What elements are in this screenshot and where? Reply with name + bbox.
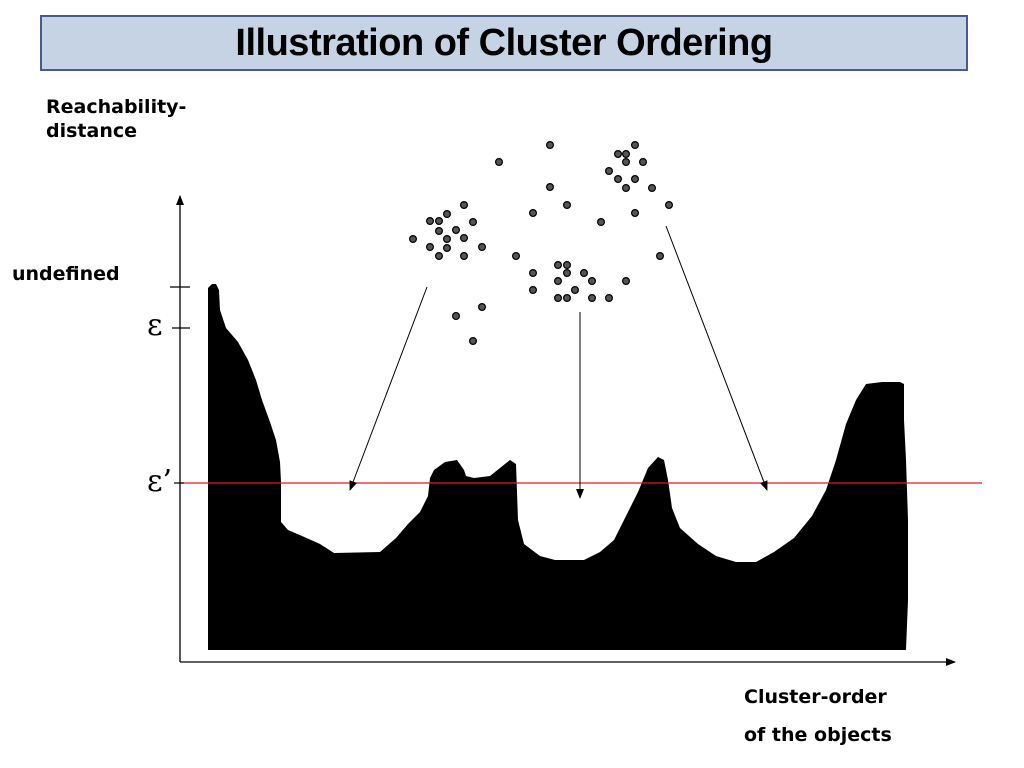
data-point [638,158,647,167]
data-point [409,235,418,244]
cluster-1-arrow [349,286,428,491]
page-title: Illustration of Cluster Ordering [235,21,773,64]
data-point [435,217,444,226]
data-point [579,269,588,278]
data-point [469,337,478,346]
data-point [562,261,571,270]
data-point [613,150,622,159]
data-point [443,210,452,219]
data-point [426,217,435,226]
data-point [655,252,664,261]
data-point [570,286,579,295]
data-point [604,294,613,303]
data-point [460,234,469,243]
data-point [443,244,452,253]
x-axis-label-line-2: of the objects [744,724,892,746]
data-point [443,235,452,244]
data-point [562,201,571,210]
title-bar: Illustration of Cluster Ordering [40,15,968,71]
data-point [562,294,571,303]
data-point [621,158,630,167]
x-axis-label-line-1: Cluster-order [744,686,887,708]
y-axis-label: Reachability- distance [46,95,266,143]
y-axis-label-line-2: distance [46,120,138,142]
data-point [553,277,562,286]
reachability-plot [208,284,908,650]
data-point [596,218,605,227]
data-point [587,294,596,303]
data-point [562,269,571,278]
data-point [553,294,562,303]
data-point [435,227,444,236]
data-point [647,184,656,193]
data-point [469,218,478,227]
data-point [511,252,520,261]
data-point [553,261,562,270]
data-point [604,167,613,176]
data-point [545,183,554,192]
data-point [630,141,639,150]
data-point [452,226,461,235]
data-point [478,303,487,312]
data-point [478,243,487,252]
data-point [621,150,630,159]
data-point [528,269,537,278]
data-point [460,201,469,210]
x-axis-label: Cluster-order of the objects [744,678,984,754]
cluster-points [409,141,673,346]
epsilon-label: ε [147,308,163,343]
data-point [435,252,444,261]
data-point [630,209,639,218]
data-point [664,201,673,210]
undefined-label: undefined [12,263,120,285]
data-point [426,243,435,252]
data-point [621,277,630,286]
epsilon-prime-label: ε’ [147,464,173,499]
y-axis-label-line-1: Reachability- [46,96,187,118]
data-point [587,277,596,286]
data-point [613,175,622,184]
data-point [528,209,537,218]
data-point [495,158,504,167]
data-point [545,141,554,150]
data-point [528,286,537,295]
cluster-3-arrow [665,225,768,491]
data-point [630,175,639,184]
data-point [460,252,469,261]
data-point [452,312,461,321]
data-point [621,184,630,193]
